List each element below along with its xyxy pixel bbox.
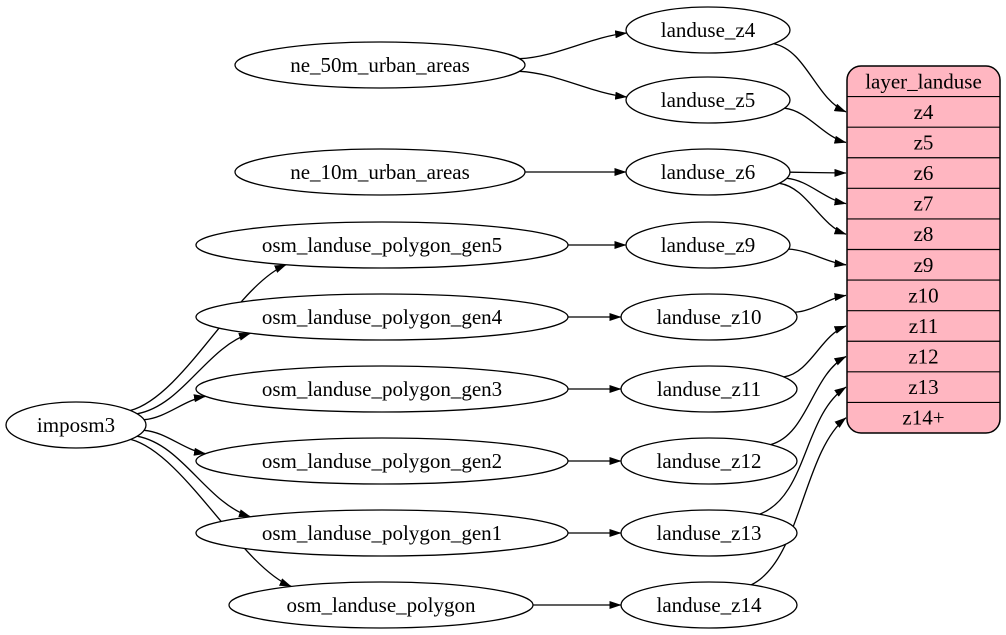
node-label: landuse_z9 [661, 233, 755, 257]
node-ellipse [228, 581, 534, 629]
node-landuse_z6: landuse_z6 [625, 148, 791, 196]
table-layer_landuse: layer_landuse z4 z5 z6 z7 z8 z9 z10 z11 z12 z13 z14… [846, 65, 1001, 434]
node-label: landuse_z10 [657, 305, 762, 329]
table-row-z11: z11 [909, 314, 939, 338]
table-row-z6: z6 [914, 161, 934, 185]
node-osm_landuse_polygon_gen5: osm_landuse_polygon_gen5 [195, 221, 569, 269]
node-ellipse [620, 581, 798, 629]
node-osm_landuse_polygon_gen3: osm_landuse_polygon_gen3 [195, 365, 569, 413]
node-label: osm_landuse_polygon_gen3 [262, 377, 502, 401]
node-ellipse [195, 293, 569, 341]
edge-landuse_z6-layer_landuse-z6 [789, 168, 847, 177]
table-row-z8: z8 [914, 222, 934, 246]
node-label: osm_landuse_polygon_gen5 [262, 233, 502, 257]
edge-imposm3-osm_landuse_polygon_gen4 [136, 332, 251, 415]
node-label: landuse_z14 [657, 593, 762, 617]
node-osm_landuse_polygon_gen2: osm_landuse_polygon_gen2 [195, 437, 569, 485]
node-landuse_z14: landuse_z14 [620, 581, 798, 629]
edge-landuse_z10-layer_landuse-z10 [795, 293, 847, 313]
edge-imposm3-osm_landuse_polygon_gen2 [144, 429, 206, 456]
edge-landuse_z5-layer_landuse-z5 [784, 107, 847, 144]
edge-landuse_z13-layer_landuse-z13 [759, 386, 847, 515]
node-label: landuse_z6 [661, 160, 755, 184]
edge-landuse_z6-layer_landuse-z7 [786, 177, 847, 206]
edge-ne_50m_urban_areas-landuse_z4 [519, 30, 628, 60]
node-layer: imposm3 ne_50m_urban_areas ne_10m_urban_ar… [5, 6, 798, 629]
edge-landuse_z9-layer_landuse-z9 [788, 248, 847, 268]
node-label: landuse_z4 [661, 18, 756, 42]
node-osm_landuse_polygon_gen4: osm_landuse_polygon_gen4 [195, 293, 569, 341]
table-row-z12: z12 [908, 345, 938, 369]
node-landuse_z9: landuse_z9 [625, 221, 791, 269]
node-label: osm_landuse_polygon_gen2 [262, 449, 502, 473]
edge-imposm3-osm_landuse_polygon_gen1 [136, 435, 251, 518]
node-ellipse [625, 148, 791, 196]
edge-landuse_z6-layer_landuse-z8 [779, 182, 847, 235]
node-label: osm_landuse_polygon [287, 593, 476, 617]
edge-landuse_z11-layer_landuse-z11 [783, 325, 847, 378]
edge-landuse_z12-layer_landuse-z12 [770, 355, 847, 446]
node-osm_landuse_polygon: osm_landuse_polygon [228, 581, 534, 629]
table-row-z4: z4 [914, 100, 934, 124]
node-ellipse [620, 365, 798, 413]
node-label: landuse_z12 [657, 449, 762, 473]
node-ellipse [234, 148, 526, 196]
edge-landuse_z14-layer_landuse-z14+ [750, 417, 847, 586]
node-landuse_z5: landuse_z5 [625, 76, 791, 124]
table-row-z14+: z14+ [902, 406, 944, 430]
node-landuse_z4: landuse_z4 [625, 6, 791, 54]
node-ellipse [625, 221, 791, 269]
edge-layer [130, 30, 847, 610]
node-ellipse [625, 6, 791, 54]
node-imposm3: imposm3 [5, 401, 147, 449]
edge-ne_50m_urban_areas-landuse_z5 [519, 70, 628, 100]
table-row-z5: z5 [914, 130, 934, 154]
node-ellipse [5, 401, 147, 449]
edge-imposm3-osm_landuse_polygon_gen3 [144, 394, 206, 421]
node-ne_50m_urban_areas: ne_50m_urban_areas [234, 41, 526, 89]
node-ellipse [195, 437, 569, 485]
node-label: ne_50m_urban_areas [290, 53, 470, 77]
node-landuse_z11: landuse_z11 [620, 365, 798, 413]
node-landuse_z10: landuse_z10 [620, 293, 798, 341]
node-label: osm_landuse_polygon_gen4 [262, 305, 503, 329]
node-label: landuse_z5 [661, 88, 755, 112]
node-ellipse [625, 76, 791, 124]
table-title: layer_landuse [865, 69, 982, 93]
node-ellipse [195, 509, 569, 557]
table-row-z7: z7 [914, 192, 934, 216]
node-ellipse [234, 41, 526, 89]
node-osm_landuse_polygon_gen1: osm_landuse_polygon_gen1 [195, 509, 569, 557]
edge-landuse_z4-layer_landuse-z4 [773, 43, 847, 113]
node-landuse_z13: landuse_z13 [620, 509, 798, 557]
edge-imposm3-osm_landuse_polygon_gen5 [130, 264, 287, 412]
node-ellipse [620, 437, 798, 485]
node-ne_10m_urban_areas: ne_10m_urban_areas [234, 148, 526, 196]
table-row-z9: z9 [914, 253, 934, 277]
node-label: landuse_z13 [657, 521, 762, 545]
node-label: imposm3 [37, 413, 115, 437]
node-ellipse [195, 221, 569, 269]
node-ellipse [195, 365, 569, 413]
node-label: ne_10m_urban_areas [290, 160, 470, 184]
table-row-z10: z10 [908, 283, 938, 307]
node-ellipse [620, 509, 798, 557]
node-label: osm_landuse_polygon_gen1 [262, 521, 502, 545]
node-label: landuse_z11 [657, 377, 761, 401]
node-landuse_z12: landuse_z12 [620, 437, 798, 485]
table-row-z13: z13 [908, 375, 938, 399]
edge-imposm3-osm_landuse_polygon [130, 438, 292, 588]
node-ellipse [620, 293, 798, 341]
